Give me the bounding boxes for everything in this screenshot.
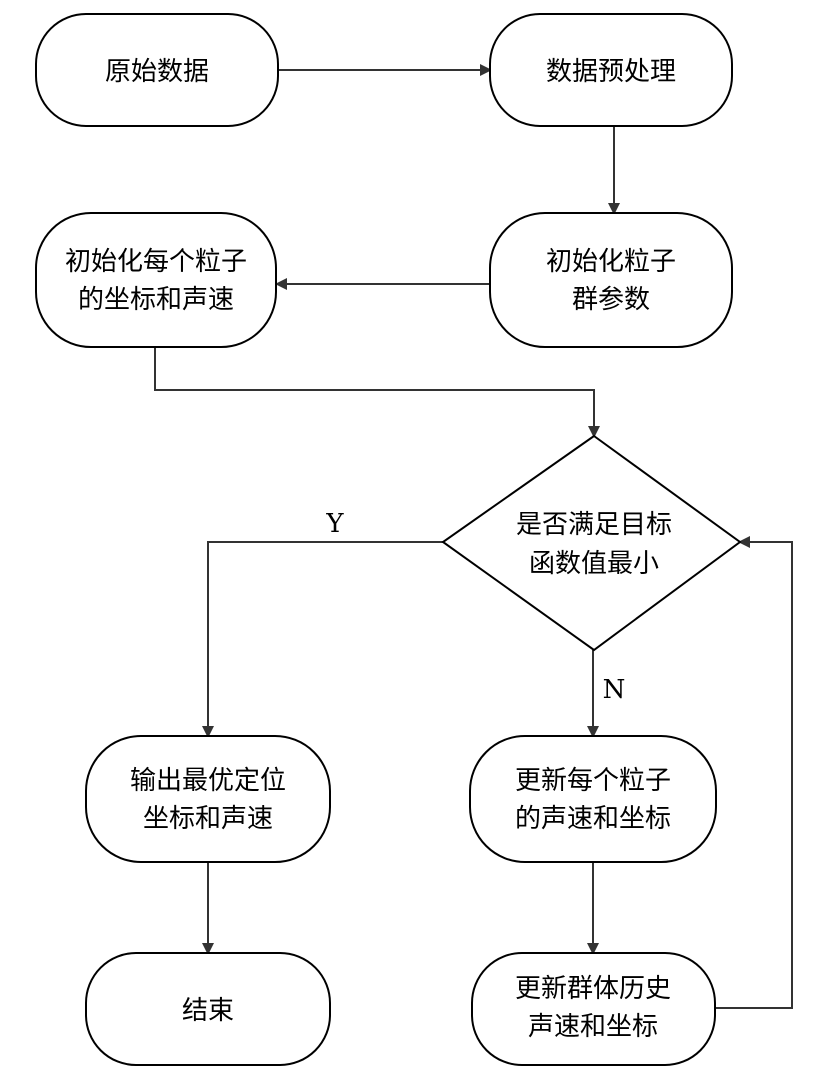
- node-init-particle-coords: 初始化每个粒子 的坐标和声速: [35, 212, 277, 348]
- edges: [154, 64, 793, 1009]
- node-update-history-line-2: 声速和坐标: [528, 1012, 658, 1042]
- node-output-best: 输出最优定位 坐标和声速: [85, 735, 331, 863]
- edge-label-no: N: [603, 675, 626, 705]
- node-decision-line-1: 是否满足目标: [516, 510, 672, 540]
- edge-label-yes: Y: [325, 509, 344, 539]
- node-init-particle-coords-line-2: 的坐标和声速: [78, 285, 234, 315]
- edge-init-coords-to-decision: [154, 347, 600, 438]
- node-preprocess-line-1: 数据预处理: [546, 57, 676, 87]
- edge-update-history-loop-to-decision: [715, 536, 793, 1009]
- node-init-particle-coords-line-1: 初始化每个粒子: [65, 247, 247, 277]
- node-end: 结束: [85, 952, 331, 1066]
- node-end-line-1: 结束: [182, 996, 234, 1026]
- edge-decision-yes-to-output: [202, 541, 443, 738]
- node-update-history-line-1: 更新群体历史: [515, 974, 671, 1004]
- node-update-particles-line-2: 的声速和坐标: [515, 804, 671, 834]
- node-raw-data: 原始数据: [35, 13, 279, 127]
- node-preprocess: 数据预处理: [489, 13, 733, 127]
- node-decision-line-2: 函数值最小: [529, 549, 659, 579]
- node-output-best-line-2: 坐标和声速: [143, 804, 273, 834]
- node-init-swarm-params-line-2: 群参数: [572, 285, 650, 315]
- node-output-best-line-1: 输出最优定位: [130, 766, 286, 796]
- node-update-particles-line-1: 更新每个粒子: [515, 766, 671, 796]
- node-init-swarm-params-line-1: 初始化粒子: [546, 247, 676, 277]
- node-update-particles: 更新每个粒子 的声速和坐标: [469, 735, 717, 863]
- node-update-history: 更新群体历史 声速和坐标: [471, 952, 716, 1066]
- node-raw-data-line-1: 原始数据: [105, 57, 209, 87]
- node-init-swarm-params: 初始化粒子 群参数: [489, 212, 733, 348]
- node-decision: 是否满足目标 函数值最小: [441, 434, 742, 652]
